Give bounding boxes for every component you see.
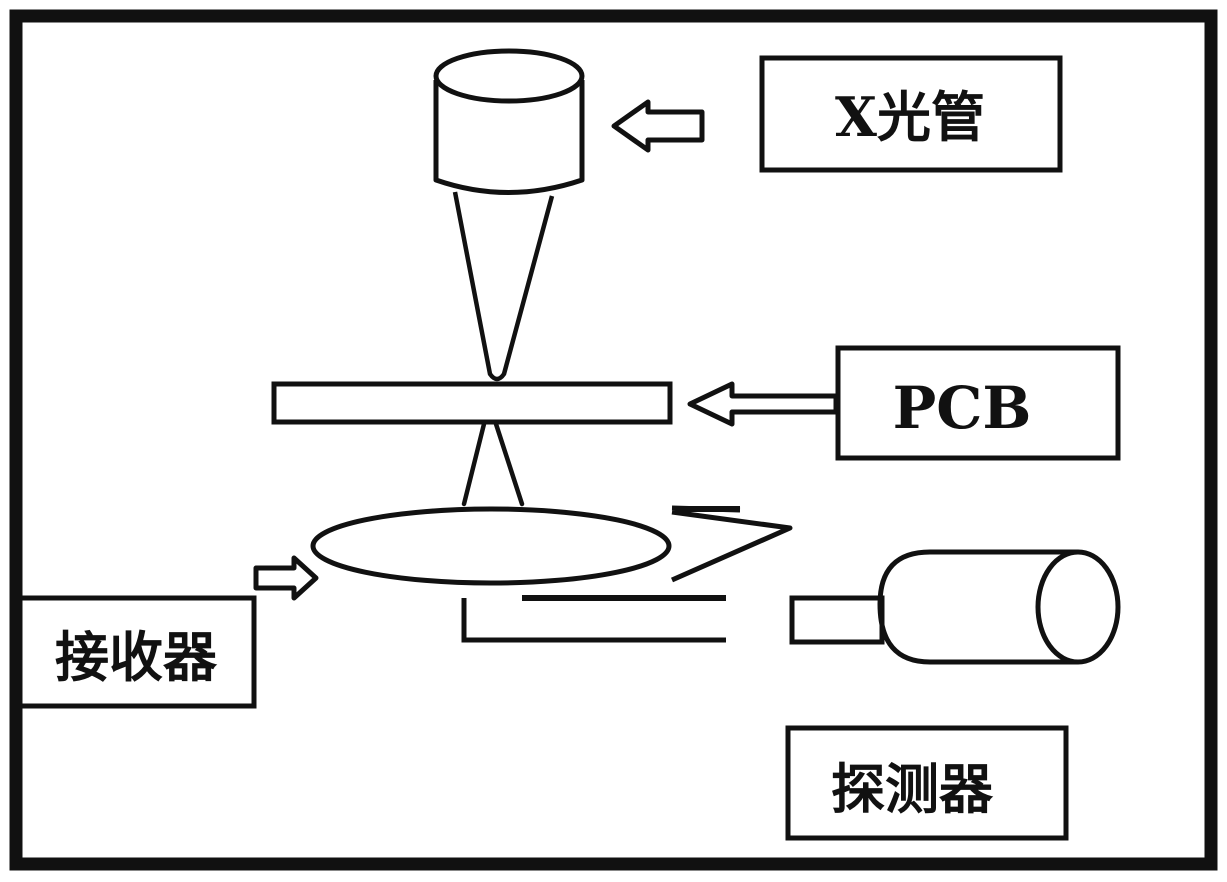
pcb-label: PCB (893, 374, 1032, 442)
xray-tube-label-box (759, 55, 1063, 173)
detector-label-box (785, 725, 1069, 841)
detector-cables (461, 595, 726, 643)
arrow-to-pcb (687, 381, 839, 427)
detector-wedge (670, 505, 793, 583)
xray-beam-lower (461, 421, 525, 507)
arrow-to-receiver (253, 555, 319, 601)
detector-cylinder (789, 549, 1121, 665)
pcb-board (271, 381, 673, 425)
receiver-label-box (17, 595, 257, 709)
outer-frame (9, 9, 1218, 871)
xray-beam-upper (452, 191, 555, 382)
xray-tube-label: X光管 (835, 85, 985, 149)
detector-label: 探测器 (831, 757, 994, 821)
receiver-plate (310, 506, 672, 586)
xray-tube-shape (433, 48, 585, 195)
arrow-to-tube (611, 99, 705, 153)
receiver-label: 接收器 (55, 625, 218, 689)
